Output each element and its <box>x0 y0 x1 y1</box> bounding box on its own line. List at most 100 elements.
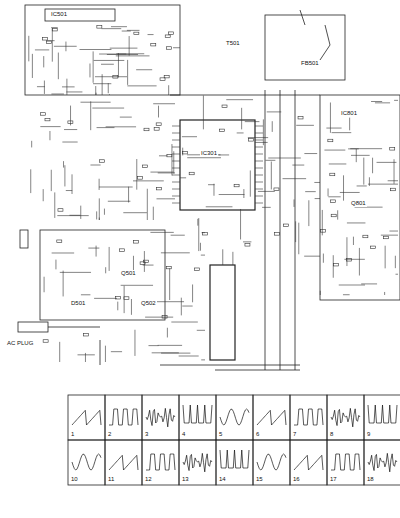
wire <box>200 243 201 251</box>
wire <box>304 256 320 257</box>
wire <box>171 144 172 175</box>
component-symbol <box>245 244 250 247</box>
component-symbol <box>346 259 351 262</box>
wire <box>99 179 100 190</box>
part-label: IC301 <box>200 150 218 157</box>
waveform-cell <box>216 440 253 485</box>
wire <box>353 237 354 245</box>
waveform-trace <box>109 409 138 425</box>
wire <box>323 254 324 263</box>
waveform-trace <box>294 455 323 470</box>
component-symbol <box>168 32 173 35</box>
wire <box>158 172 175 173</box>
wire <box>344 259 364 260</box>
wire <box>182 136 197 137</box>
wire <box>343 294 350 295</box>
wire <box>60 272 91 273</box>
component-symbol <box>166 47 171 50</box>
wire <box>201 255 205 256</box>
ic-pin <box>172 133 263 134</box>
waveform-trace <box>368 405 397 423</box>
wire <box>308 200 309 226</box>
component-symbol <box>390 148 395 151</box>
wire <box>90 101 91 130</box>
waveform-number: 1 <box>70 431 75 438</box>
waveform-panel <box>68 395 400 485</box>
wire <box>156 301 184 302</box>
wire <box>326 128 341 129</box>
wire <box>329 163 347 164</box>
waveform-trace <box>368 453 397 472</box>
waveform-number: 18 <box>366 476 375 483</box>
wire <box>133 256 134 270</box>
part-label: IC501 <box>50 11 68 18</box>
wire <box>351 155 370 156</box>
wire <box>169 268 170 300</box>
circuit-region <box>40 230 165 320</box>
wire <box>144 251 145 272</box>
waveform-number: 8 <box>329 431 334 438</box>
ic-pin <box>172 175 263 176</box>
wire <box>118 53 119 77</box>
wire <box>361 283 377 284</box>
wire <box>208 184 215 185</box>
wire <box>43 56 44 67</box>
waveform-trace <box>257 410 286 425</box>
waveform-number: 13 <box>181 476 190 483</box>
wire <box>237 132 244 133</box>
ic-pin <box>172 168 263 169</box>
wire <box>243 189 244 198</box>
wire <box>192 284 193 302</box>
component-symbol <box>183 151 188 154</box>
wire <box>294 199 295 206</box>
wire <box>292 165 304 166</box>
wire <box>243 241 251 242</box>
wire <box>180 177 186 178</box>
wire <box>107 54 138 55</box>
waveform-cell <box>327 395 364 440</box>
component-symbol <box>83 333 88 336</box>
wire <box>241 108 242 130</box>
wire <box>337 210 338 219</box>
wire <box>324 150 345 151</box>
component-symbol <box>57 240 62 243</box>
component-symbol <box>68 121 73 124</box>
wire <box>28 36 29 62</box>
component-symbol <box>143 165 148 168</box>
waveform-cell <box>290 395 327 440</box>
waveform-cell <box>290 440 327 485</box>
fuse-symbol <box>20 230 28 248</box>
wire <box>314 182 320 183</box>
wire <box>182 306 192 307</box>
wire <box>333 255 334 278</box>
component-symbol <box>43 38 48 41</box>
wire <box>148 345 158 346</box>
wire <box>384 292 385 295</box>
wire <box>159 155 167 156</box>
component-symbol <box>249 139 254 142</box>
component-symbol <box>134 241 139 244</box>
wire <box>328 188 329 196</box>
wire <box>136 159 137 190</box>
wire <box>161 252 190 253</box>
wire <box>197 219 198 226</box>
wire <box>110 48 138 49</box>
waveform-number: 16 <box>292 476 301 483</box>
waveform-number: 4 <box>181 431 186 438</box>
component-symbol <box>120 249 125 252</box>
wire <box>296 125 314 126</box>
wire <box>283 178 307 179</box>
wire <box>375 102 390 103</box>
waveform-trace <box>257 454 286 470</box>
wire <box>267 111 282 112</box>
wire <box>263 119 264 145</box>
wire <box>213 184 214 196</box>
waveform-cell <box>105 395 142 440</box>
wire <box>222 249 223 265</box>
wire <box>96 246 97 257</box>
wire <box>32 54 33 78</box>
component-symbol <box>391 188 396 191</box>
wire <box>51 27 58 28</box>
wire <box>78 354 95 355</box>
misc-wires <box>300 10 330 60</box>
